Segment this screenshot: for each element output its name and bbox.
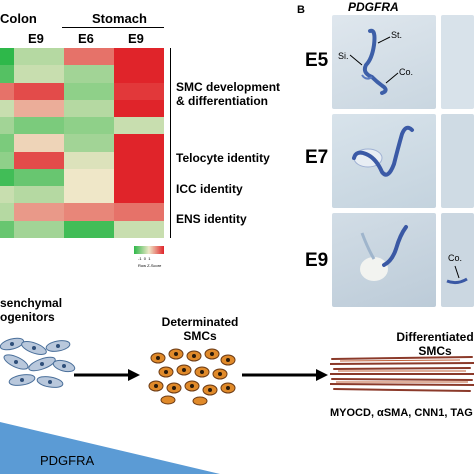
heatmap-cell	[0, 186, 14, 204]
arrow-determinated-to-differentiated	[242, 369, 328, 381]
heatmap-cell	[14, 82, 64, 101]
heatmap-cell	[0, 65, 14, 84]
stage-title-differentiated: Differentiated SMCs	[396, 330, 474, 358]
embryo-image-e9-right	[441, 213, 474, 307]
column-header-stomach-e9: E9	[128, 31, 144, 46]
label-si: Si.	[338, 51, 349, 61]
heatmap-cell	[0, 82, 14, 101]
arrow-progenitor-to-determinated	[74, 369, 140, 381]
heatmap-cell	[64, 117, 114, 135]
progenitor-cells	[0, 337, 76, 388]
embryo-image-e9	[332, 213, 436, 307]
heatmap-cell	[14, 151, 64, 170]
panel-b-letter: B	[297, 4, 305, 16]
heatmap-cell	[0, 220, 14, 239]
determinated-smc-cells	[148, 348, 236, 406]
heatmap-cell	[114, 168, 164, 187]
heatmap-cell	[64, 151, 114, 170]
heatmap-cell	[64, 134, 114, 153]
heatmap-cell	[0, 151, 14, 170]
stomach-header-underline	[62, 27, 164, 28]
annotation-arrows-e5	[349, 36, 399, 84]
stage-label-e9: E9	[305, 250, 329, 271]
heatmap-cell	[14, 48, 64, 66]
row-label-smc: SMC development & differentiation	[176, 80, 281, 108]
heatmap-cell	[114, 117, 164, 135]
pdgfra-gradient-triangle	[0, 422, 220, 474]
group-header-stomach: Stomach	[92, 11, 147, 26]
heatmap-cell	[0, 168, 14, 187]
heatmap-cell	[14, 134, 64, 153]
heatmap-cell	[64, 48, 114, 66]
embryo-image-e7	[332, 114, 436, 208]
heatmap-cell	[64, 168, 114, 187]
stage-label-e5: E5	[305, 50, 329, 71]
heatmap-cell	[114, 220, 164, 239]
heatmap-cell	[114, 151, 164, 170]
embryo-image-e5-right	[441, 15, 474, 109]
heatmap-grid	[0, 48, 164, 239]
heatmap-cell	[14, 99, 64, 118]
stage-title-determinated: Determinated SMCs	[161, 315, 239, 343]
group-bracket	[170, 48, 171, 238]
heatmap-cell	[14, 117, 64, 135]
gene-title: PDGFRA	[348, 0, 399, 14]
differentiated-smc-fibers	[330, 356, 474, 392]
embryo-image-e7-right	[441, 114, 474, 208]
heatmap-cell	[14, 220, 64, 239]
zscore-legend-bar	[134, 246, 164, 254]
pdgfra-gradient-label: PDGFRA	[40, 453, 95, 468]
heatmap-cell	[0, 99, 14, 118]
heatmap-cell	[14, 203, 64, 222]
differentiation-markers: MYOCD, αSMA, CNN1, TAG	[330, 407, 473, 419]
heatmap-cell	[114, 134, 164, 153]
label-co-e9: Co.	[448, 253, 463, 263]
heatmap-cell	[0, 203, 14, 222]
heatmap-cell	[114, 82, 164, 101]
stage-title-progenitors: senchymal ogenitors	[0, 296, 63, 324]
heatmap-cell	[0, 48, 14, 66]
row-label-ens: ENS identity	[176, 212, 247, 226]
heatmap-cell	[114, 186, 164, 204]
heatmap-cell	[64, 82, 114, 101]
label-st: St.	[391, 30, 403, 40]
heatmap-cell	[64, 186, 114, 204]
row-label-icc: ICC identity	[176, 182, 243, 196]
stage-label-e7: E7	[305, 147, 329, 168]
column-header-stomach-e6: E6	[78, 31, 94, 46]
heatmap-cell	[0, 134, 14, 153]
heatmap-cell	[64, 99, 114, 118]
heatmap-cell	[14, 168, 64, 187]
zscore-legend-title: Row Z-Score	[138, 263, 162, 268]
heatmap-cell	[114, 99, 164, 118]
group-header-colon: Colon	[0, 11, 37, 26]
heatmap-cell	[0, 117, 14, 135]
heatmap-cell	[14, 65, 64, 84]
column-header-colon-e9: E9	[28, 31, 44, 46]
heatmap-cell	[14, 186, 64, 204]
heatmap-cell	[64, 203, 114, 222]
heatmap-cell	[114, 203, 164, 222]
heatmap-cell	[114, 48, 164, 66]
label-co: Co.	[399, 67, 414, 77]
heatmap-cell	[64, 220, 114, 239]
heatmap-cell	[64, 65, 114, 84]
annotation-arrow-e9	[454, 265, 460, 279]
zscore-legend-ticks: -1 0 1	[138, 256, 151, 261]
row-label-telocyte: Telocyte identity	[176, 151, 270, 165]
embryo-image-e5	[332, 15, 436, 109]
heatmap-cell	[114, 65, 164, 84]
